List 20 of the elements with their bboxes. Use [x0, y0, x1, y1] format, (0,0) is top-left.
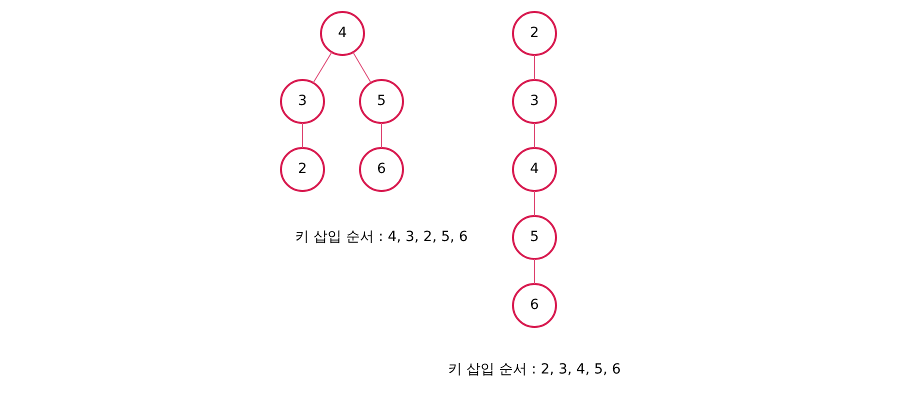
node-circle: 2	[512, 11, 557, 56]
label: 키 삽입 순서 : 2, 3, 4, 5, 6	[448, 362, 621, 378]
connector	[534, 54, 535, 80]
node-circle: 4	[512, 147, 557, 192]
node-circle: 4	[320, 11, 365, 56]
connector	[312, 52, 332, 84]
connector	[534, 122, 535, 148]
label: 키 삽입 순서 : 4, 3, 2, 5, 6	[295, 229, 468, 246]
node-circle: 5	[512, 215, 557, 260]
node-circle: 3	[512, 79, 557, 124]
connector	[534, 190, 535, 216]
connector	[534, 258, 535, 284]
node-circle: 3	[280, 79, 325, 124]
node-circle: 5	[359, 79, 404, 124]
connector	[352, 52, 372, 83]
connector	[381, 122, 382, 148]
connector	[302, 122, 303, 148]
node-circle: 2	[280, 147, 325, 192]
node-circle: 6	[359, 147, 404, 192]
node-circle: 6	[512, 283, 557, 328]
